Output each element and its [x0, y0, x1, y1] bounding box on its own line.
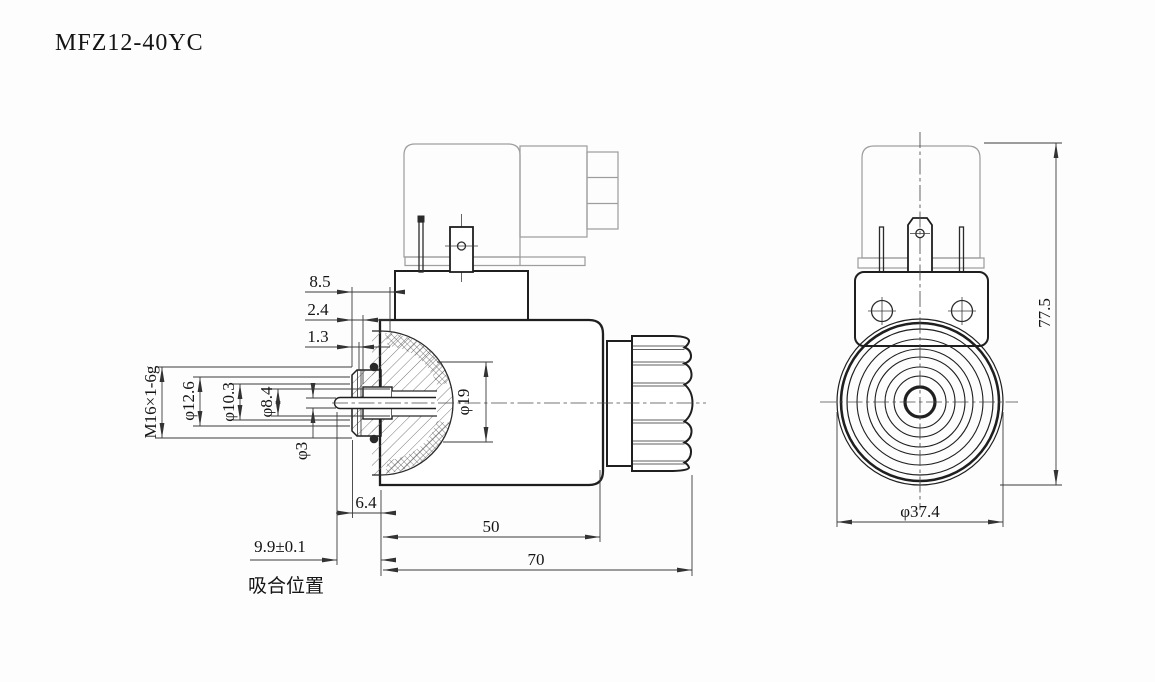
dim-9-9: 9.9±0.1: [254, 537, 306, 556]
dim-thread: M16×1-6g: [141, 365, 160, 438]
crosshatch-upper: [385, 333, 450, 385]
tube-collar: [606, 340, 633, 467]
dim-2-4: 2.4: [307, 300, 329, 319]
front-view-dimensions: 77.5 φ37.4: [836, 142, 1062, 527]
pin-tip: [417, 215, 425, 223]
dim-1-3: 1.3: [307, 327, 328, 346]
terminal-pin-left: [878, 226, 885, 273]
cable-gland-cap: [586, 151, 619, 230]
o-ring-lower: [369, 434, 379, 444]
connector-outline: [861, 145, 981, 259]
connector-flange: [404, 256, 586, 267]
cable-gland-body: [519, 145, 588, 238]
dim-50: 50: [483, 517, 500, 536]
din-connector: [403, 143, 619, 282]
knurl-ribs: [632, 345, 685, 465]
dim-dia-12-6: φ12.6: [179, 381, 198, 421]
dim-77-5: 77.5: [1035, 298, 1054, 328]
crosshatch-lower: [385, 421, 450, 473]
front-connector: [857, 145, 985, 273]
dim-dia-37-4: φ37.4: [900, 502, 940, 521]
o-ring-upper: [369, 362, 379, 372]
side-view: 8.5 2.4 1.3 M16×1-6g φ12.6 φ10.3 φ8.4 φ3…: [141, 143, 706, 597]
note-pull-in-position: 吸合位置: [248, 575, 324, 597]
dim-70: 70: [528, 550, 545, 569]
dim-dia-8-4: φ8.4: [257, 386, 276, 418]
dim-8-5: 8.5: [309, 272, 330, 291]
dim-6-4: 6.4: [355, 493, 377, 512]
side-view-dimensions: 8.5 2.4 1.3 M16×1-6g φ12.6 φ10.3 φ8.4 φ3…: [141, 272, 693, 597]
knurled-nut: [631, 335, 694, 472]
plate-outline: [854, 271, 989, 347]
connector-pin: [418, 221, 424, 273]
drawing-title: MFZ12-40YC: [55, 30, 204, 56]
dim-dia-19: φ19: [454, 389, 473, 416]
dim-dia-10-3: φ10.3: [219, 382, 238, 422]
terminal-pin-right: [958, 226, 965, 273]
yoke-plate: [854, 271, 989, 347]
front-view: 77.5 φ37.4: [820, 132, 1062, 527]
dim-dia-3: φ3: [292, 442, 311, 460]
